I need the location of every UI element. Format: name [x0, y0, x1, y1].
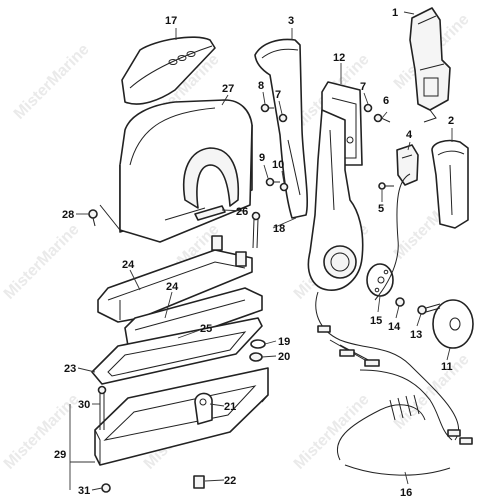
callout-31: 31 [78, 485, 90, 497]
part-2-switch-block [431, 139, 469, 229]
callout-15: 15 [370, 315, 382, 327]
callout-16: 16 [400, 487, 412, 499]
small-hardware-group [260, 103, 394, 192]
callout-13: 13 [410, 329, 422, 341]
watermark-12: MisterMarine [391, 351, 473, 433]
callout-6: 6 [383, 95, 389, 107]
callout-23: 23 [64, 363, 76, 375]
part-31-screw [101, 483, 111, 493]
callout-26: 26 [236, 206, 248, 218]
callout-24-lower: 24 [166, 281, 179, 293]
part-3-lever-handle [254, 38, 309, 219]
callout-5: 5 [378, 203, 384, 215]
callout-14: 14 [388, 321, 401, 333]
watermark-2: MisterMarine [1, 221, 83, 303]
part-13-screw [417, 303, 441, 315]
callout-28: 28 [62, 209, 74, 221]
part-27-cover-housing [99, 99, 253, 243]
callout-4: 4 [406, 129, 413, 141]
callout-10: 10 [272, 159, 284, 171]
callout-24-upper: 24 [122, 259, 135, 271]
callout-30: 30 [78, 399, 90, 411]
callout-21: 21 [224, 401, 236, 413]
callout-7-left: 7 [275, 89, 281, 101]
part-17-top-cap [121, 36, 216, 105]
callout-29: 29 [54, 449, 66, 461]
callout-17: 17 [165, 15, 177, 27]
leader-lines [69, 11, 453, 491]
callout-2: 2 [448, 115, 454, 127]
callout-25: 25 [200, 323, 212, 335]
part-30-screw [97, 385, 107, 430]
callout-27: 27 [222, 83, 234, 95]
watermark-9: MisterMarine [291, 391, 373, 473]
part-4-switch [396, 144, 419, 186]
callout-8: 8 [258, 80, 264, 92]
callout-18: 18 [273, 223, 285, 235]
wiring-harness [315, 173, 473, 476]
callout-20: 20 [278, 351, 290, 363]
part-19-washer [250, 339, 266, 349]
callout-labels: 1 2 3 4 5 6 7 7 8 9 10 11 12 13 14 15 16… [54, 7, 454, 499]
part-11-round-plate [432, 299, 474, 349]
callout-3: 3 [288, 15, 294, 27]
part-28-screw [88, 209, 98, 227]
part-26-clip [194, 205, 226, 221]
part-14-washer [395, 297, 405, 307]
part-18-lever-body [307, 109, 364, 291]
part-29-base-frame [94, 367, 269, 466]
part-1-remote-unit [409, 7, 451, 123]
part-20-nut [249, 352, 263, 362]
part-24-base-plate [97, 235, 253, 323]
part-22-clip [193, 475, 205, 489]
part-23-gasket [91, 317, 263, 385]
long-screw [251, 211, 261, 249]
callout-9: 9 [259, 152, 265, 164]
callout-11: 11 [441, 361, 453, 373]
callout-19: 19 [278, 336, 290, 348]
watermark-1: MisterMarine [11, 41, 93, 123]
callout-7-right: 7 [360, 81, 366, 93]
callout-12: 12 [333, 52, 345, 64]
callout-22: 22 [224, 475, 236, 487]
part-21-bracket [194, 392, 213, 425]
callout-1: 1 [392, 7, 398, 19]
